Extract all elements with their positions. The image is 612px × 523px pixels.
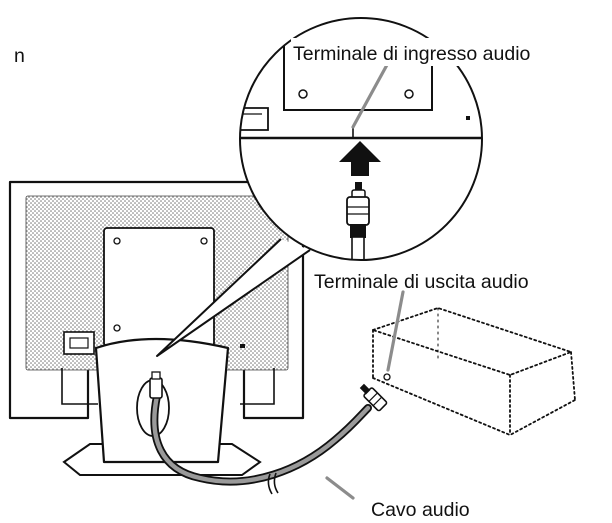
label-input-backdrop [291, 38, 611, 66]
leader-line-input [351, 61, 390, 129]
label-fragment-left: n [14, 45, 25, 67]
monitor-rear [8, 180, 305, 420]
zoom-callout-pointer [156, 238, 311, 357]
label-audio-cable: Cavo audio [371, 499, 470, 521]
leader-line-output [386, 290, 405, 372]
audio-device-box [370, 307, 576, 436]
zoom-detail-circle [239, 17, 483, 261]
leader-line-cable [325, 476, 355, 500]
label-audio-output-terminal: Terminale di uscita audio [314, 271, 529, 293]
audio-plug [346, 182, 370, 260]
audio-output-jack [383, 373, 391, 381]
label-audio-input-terminal: Terminale di ingresso audio [293, 43, 531, 65]
audio-cable [149, 371, 388, 495]
insert-arrow [339, 141, 381, 176]
leader-lines [325, 61, 405, 500]
